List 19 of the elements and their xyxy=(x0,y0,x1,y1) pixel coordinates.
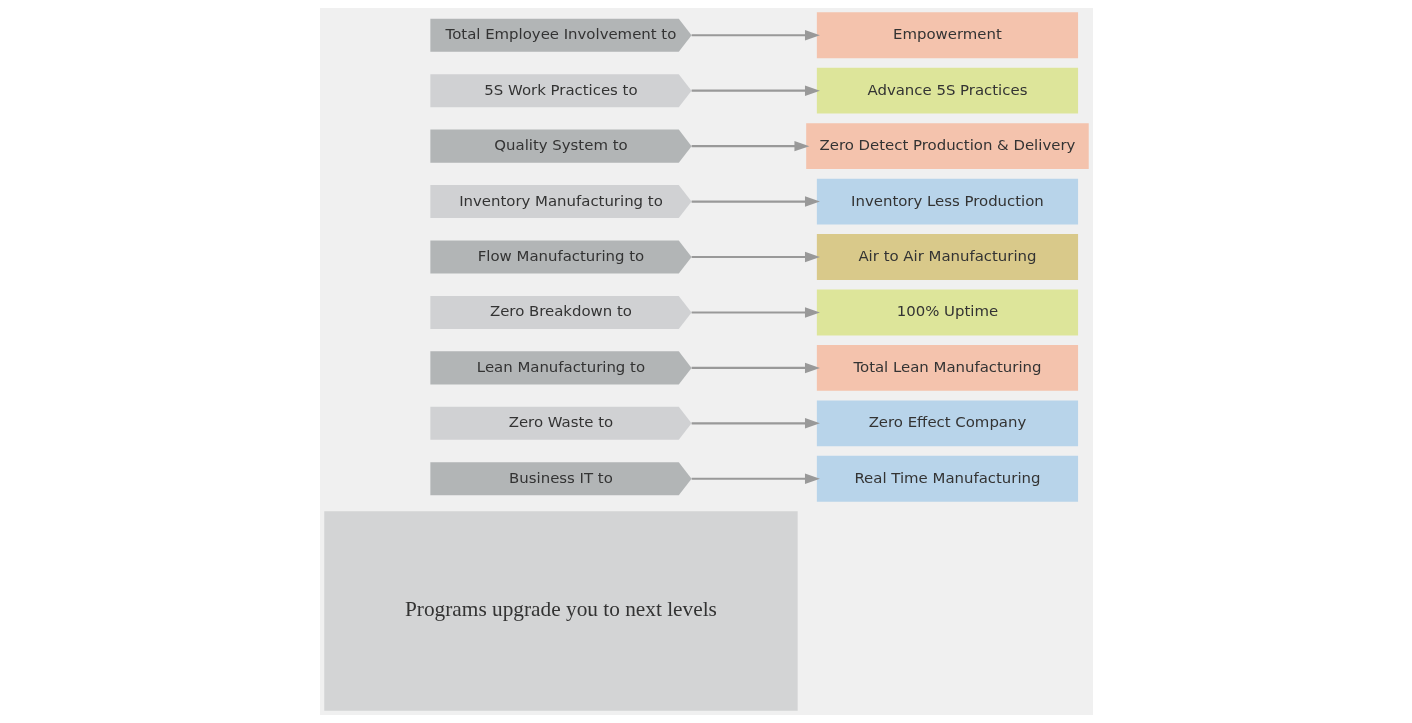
arrow xyxy=(691,362,820,374)
node-box: Air to Air Manufacturing xyxy=(816,234,1078,280)
arrow xyxy=(691,251,820,263)
node-box: Empowerment xyxy=(816,12,1078,59)
node-box: Advance 5S Practices xyxy=(816,67,1078,114)
arrow xyxy=(691,307,820,318)
node-box: Zero Effect Company xyxy=(816,400,1078,447)
node-box: Total Lean Manufacturing xyxy=(816,344,1078,391)
node-box: Inventory Less Production xyxy=(816,178,1078,225)
node-box: Programs upgrade you to next levels xyxy=(323,511,798,711)
arrow xyxy=(691,418,820,429)
arrow xyxy=(691,140,809,152)
arrow xyxy=(691,196,820,207)
arrow xyxy=(691,30,820,41)
arrow xyxy=(691,473,820,484)
node-box: Real Time Manufacturing xyxy=(816,455,1078,502)
node-box: 100% Uptime xyxy=(816,289,1078,336)
node-box: Zero Detect Production & Delivery xyxy=(805,123,1089,170)
arrow xyxy=(691,85,820,96)
